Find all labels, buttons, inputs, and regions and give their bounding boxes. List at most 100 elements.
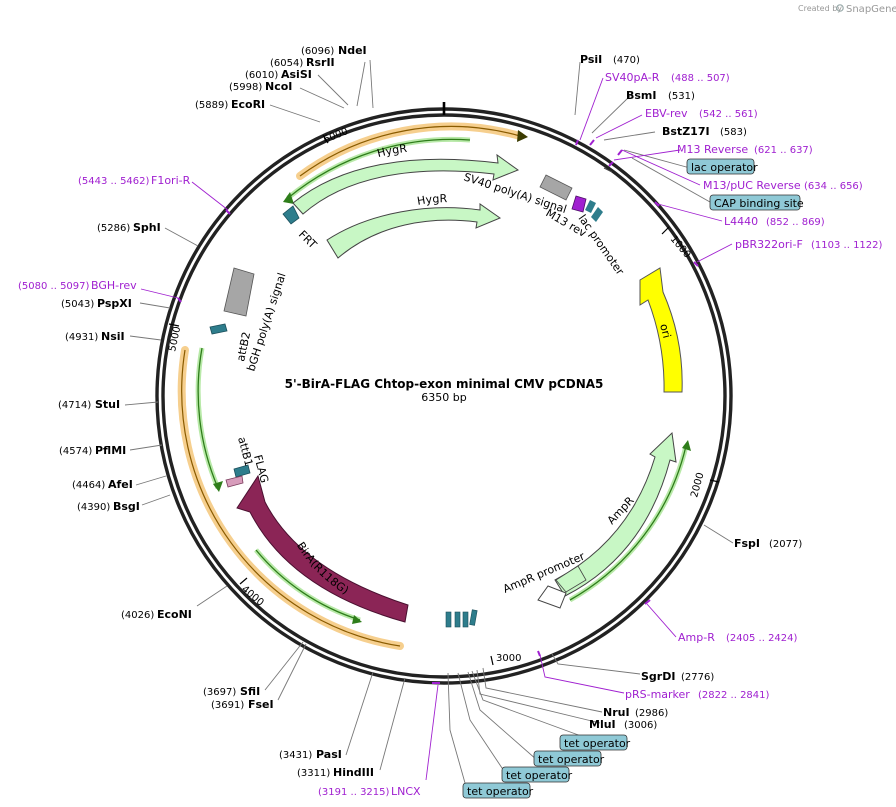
site-pflmi[interactable]: (4574)PflMI (59, 444, 126, 457)
attb2-bgh-features: attB2 bGH poly(A) signal (209, 267, 289, 373)
site-afei[interactable]: (4464)AfeI (72, 478, 133, 491)
primer-name: M13/pUC Reverse (703, 179, 801, 192)
primer-name: SV40pA-R (605, 71, 660, 84)
site-sfii[interactable]: (3697)SfiI (203, 685, 260, 698)
primer-pos: (1103 .. 1122) (811, 240, 883, 251)
site-hindiii[interactable]: (3311)HindIII (297, 766, 374, 779)
primer-ebv-rev[interactable]: EBV-rev(542 .. 561) (645, 107, 758, 120)
site-sphi[interactable]: (5286)SphI (97, 221, 161, 234)
primer-leaders (140, 77, 733, 781)
primer-name: LNCX (391, 785, 421, 798)
snapgene-logo-icon (836, 4, 844, 12)
attb1-label: attB1 (235, 435, 255, 467)
site-name: BstZ17I (662, 125, 710, 138)
primer-m13-puc-reverse[interactable]: M13/pUC Reverse(634 .. 656) (703, 179, 863, 192)
ori-label: ori (657, 322, 673, 339)
site-name: BsmI (626, 89, 657, 102)
site-ncoi[interactable]: (5998)NcoI (229, 80, 292, 93)
site-pos: (5998) (229, 82, 262, 93)
site-bsmi[interactable]: BsmI(531) (626, 89, 695, 102)
site-pos: (2077) (769, 539, 802, 550)
box-cap-binding-site[interactable]: CAP binding site (709, 194, 804, 211)
site-pos: (6054) (270, 58, 303, 69)
flag-attb1-features: FLAG attB1 (225, 435, 271, 488)
created-by-text: Created by (798, 4, 842, 13)
snapgene-credit: Created by SnapGene (798, 4, 896, 15)
site-name: PsiI (580, 53, 602, 66)
site-stui[interactable]: (4714)StuI (58, 398, 120, 411)
primer-name: L4440 (724, 215, 758, 228)
tet-operator-marks (445, 609, 478, 628)
site-psii[interactable]: PsiI(470) (580, 53, 640, 66)
site-name: PasI (316, 748, 342, 761)
box-lac-operator[interactable]: lac operator (686, 158, 758, 175)
site-name: NcoI (265, 80, 292, 93)
box-tet-operator-3[interactable]: tet operator (501, 766, 573, 783)
map-length: 6350 bp (421, 391, 466, 404)
site-fsei[interactable]: (3691)FseI (211, 698, 274, 711)
site-name: SgrDI (641, 670, 675, 683)
site-labels: (6096)NdeI (6054)RsrII (6010)AsiSI (5998… (58, 44, 802, 779)
box-label: CAP binding site (714, 197, 804, 210)
site-ecori[interactable]: (5889)EcoRI (195, 98, 265, 111)
box-tet-operator-2[interactable]: tet operator (533, 750, 605, 767)
site-bstz17i[interactable]: BstZ17I(583) (662, 125, 747, 138)
primer-pos: (634 .. 656) (804, 181, 863, 192)
site-name: EcoNI (157, 608, 192, 621)
box-tet-operator-1[interactable]: tet operator (559, 734, 631, 751)
box-tet-operator-4[interactable]: tet operator (462, 782, 534, 799)
hygr-inner-arrow: HygR (326, 192, 502, 259)
primer-pos: (852 .. 869) (766, 217, 825, 228)
site-name: PflMI (95, 444, 126, 457)
site-fspi[interactable]: FspI (2077) (734, 537, 802, 550)
box-label: tet operator (564, 737, 631, 750)
primer-lncx[interactable]: (3191 .. 3215)LNCX (318, 785, 421, 798)
site-nsii[interactable]: (4931)NsiI (65, 330, 125, 343)
site-mlui[interactable]: MluI(3006) (589, 718, 657, 731)
primer-sv40pa-r[interactable]: SV40pA-R(488 .. 507) (605, 71, 730, 84)
site-pos: (3311) (297, 768, 330, 779)
boxed-labels: lac operator CAP binding site tet operat… (462, 158, 804, 799)
site-pos: (5286) (97, 223, 130, 234)
site-pspxi[interactable]: (5043)PspXI (61, 297, 132, 310)
box-label: lac operator (691, 161, 758, 174)
primer-prs-marker[interactable]: pRS-marker(2822 .. 2841) (625, 688, 770, 701)
frt-label: FRT (296, 228, 319, 251)
site-pos: (3691) (211, 700, 244, 711)
tick-label-2000: 2000 (689, 471, 706, 498)
lac-promoter-label: lac promoter (576, 212, 627, 278)
site-pos: (5043) (61, 299, 94, 310)
svg-text:HygR: HygR (416, 192, 448, 208)
site-ndei[interactable]: (6096)NdeI (301, 44, 367, 57)
site-sgrdi[interactable]: SgrDI(2776) (641, 670, 714, 683)
site-name: PspXI (97, 297, 132, 310)
site-rsrii[interactable]: (6054)RsrII (270, 56, 335, 69)
site-pasi[interactable]: (3431)PasI (279, 748, 342, 761)
site-name: FspI (734, 537, 760, 550)
map-title: 5'-BirA-FLAG Chtop-exon minimal CMV pCDN… (285, 377, 604, 391)
site-nrui[interactable]: NruI(2986) (603, 706, 668, 719)
site-name: NruI (603, 706, 630, 719)
primer-m13-reverse[interactable]: M13 Reverse(621 .. 637) (677, 143, 813, 156)
site-econi[interactable]: (4026)EcoNI (121, 608, 192, 621)
primer-pos: (5443 .. 5462) (78, 176, 150, 187)
tick-label-4000: 4000 (239, 584, 266, 609)
site-pos: (4574) (59, 446, 92, 457)
tick-label-6000: 6000 (322, 126, 350, 146)
site-asisi[interactable]: (6010)AsiSI (245, 68, 312, 81)
site-name: StuI (95, 398, 120, 411)
primer-bgh-rev[interactable]: (5080 .. 5097)BGH-rev (18, 279, 137, 292)
primer-labels: (5443 .. 5462)F1ori-R (5080 .. 5097)BGH-… (18, 71, 883, 798)
primer-l4440[interactable]: L4440 (852 .. 869) (724, 215, 825, 228)
primer-f1ori-r[interactable]: (5443 .. 5462)F1ori-R (78, 174, 191, 187)
primer-name: EBV-rev (645, 107, 688, 120)
site-bsgi[interactable]: (4390)BsgI (77, 500, 140, 513)
tick-label-5000: 5000 (167, 325, 183, 352)
primer-name: Amp-R (678, 631, 715, 644)
site-name: RsrII (306, 56, 335, 69)
primer-amp-r[interactable]: Amp-R(2405 .. 2424) (678, 631, 798, 644)
site-name: MluI (589, 718, 616, 731)
primer-pbr322ori-f[interactable]: pBR322ori-F(1103 .. 1122) (735, 238, 883, 251)
primer-pos: (621 .. 637) (754, 145, 813, 156)
site-name: SphI (133, 221, 161, 234)
